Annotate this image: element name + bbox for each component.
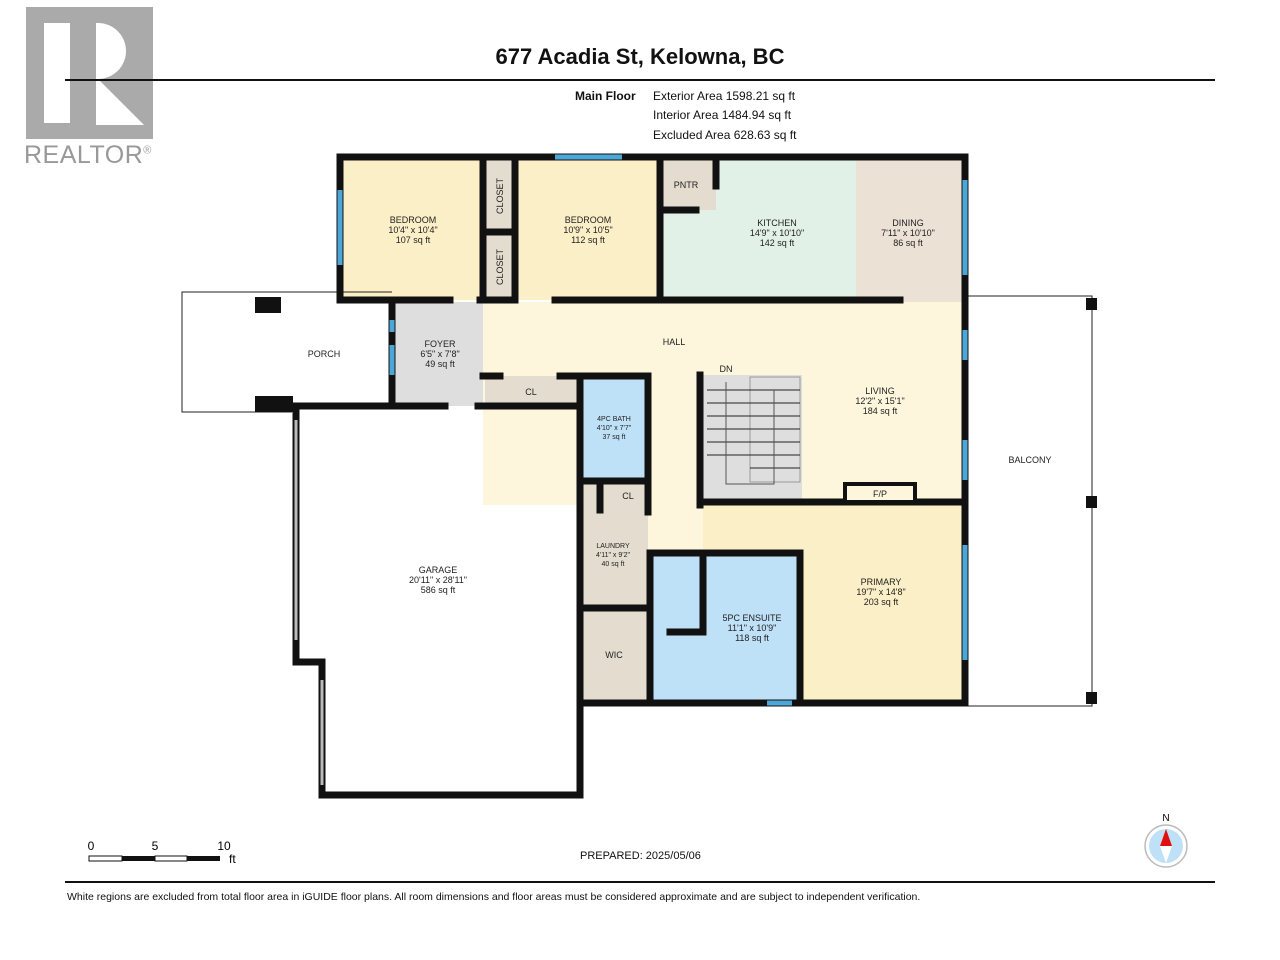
- balcony-post: [1086, 692, 1097, 704]
- walls: [292, 153, 969, 799]
- hall-label: HALL: [663, 337, 686, 347]
- room-4pc-bath: [580, 375, 648, 478]
- balcony-post: [1086, 298, 1097, 310]
- laundry-name: LAUNDRY: [596, 543, 630, 550]
- porch-label: PORCH: [308, 349, 341, 359]
- garage-name: GARAGE: [419, 565, 458, 575]
- kitchen-area: 142 sq ft: [760, 238, 795, 248]
- room-closet-2: [483, 232, 515, 300]
- porch-post: [255, 396, 293, 412]
- fireplace-label: F/P: [873, 489, 887, 499]
- disclaimer: White regions are excluded from total fl…: [67, 891, 921, 903]
- bedroom-2-dims: 10'9" x 10'5": [563, 225, 612, 235]
- bedroom-2-area: 112 sq ft: [571, 235, 605, 245]
- excluded-area: Excluded Area 628.63 sq ft: [653, 128, 797, 142]
- laundry-area: 40 sq ft: [602, 561, 625, 568]
- foyer-area: 49 sq ft: [425, 359, 455, 369]
- room-closet-1: [483, 160, 515, 232]
- exterior-area: Exterior Area 1598.21 sq ft: [653, 89, 796, 103]
- staircase: [707, 376, 801, 485]
- primary-name: PRIMARY: [861, 577, 902, 587]
- bath-name: 4PC BATH: [597, 416, 631, 423]
- closet-laundry-label: CL: [622, 491, 634, 501]
- wic-label: WIC: [605, 650, 623, 660]
- room-bedroom-2: [515, 157, 660, 300]
- laundry-dims: 4'11" x 9'2": [596, 552, 630, 559]
- room-laundry: [580, 483, 648, 608]
- room-pantry: [660, 160, 716, 210]
- room-wic: [580, 608, 650, 703]
- bedroom-1-dims: 10'4" x 10'4": [388, 225, 437, 235]
- realtor-logo: [26, 7, 153, 139]
- bath-dims: 4'10" x 7'7": [597, 425, 632, 432]
- closet-2-label: CLOSET: [495, 248, 505, 285]
- pantry-label: PNTR: [674, 180, 699, 190]
- room-closet-hall: [485, 376, 577, 406]
- scale-bar: 0 5 10 ft: [88, 839, 237, 866]
- prepared-date: PREPARED: 2025/05/06: [580, 850, 701, 862]
- garage-dims: 20'11" x 28'11": [409, 575, 467, 585]
- foyer-dims: 6'5" x 7'8": [420, 349, 459, 359]
- scale-label-10: 10: [217, 839, 231, 853]
- scale-label-0: 0: [88, 839, 95, 853]
- dining-area: 86 sq ft: [893, 238, 923, 248]
- living-dims: 12'2" x 15'1": [855, 396, 904, 406]
- garage-area: 586 sq ft: [421, 585, 456, 595]
- dining-name: DINING: [892, 218, 924, 228]
- foyer-name: FOYER: [424, 339, 456, 349]
- room-dining: [856, 157, 965, 302]
- scale-label-5: 5: [152, 839, 159, 853]
- balcony-label: BALCONY: [1008, 455, 1051, 465]
- bath-area: 37 sq ft: [603, 434, 626, 441]
- primary-area: 203 sq ft: [864, 597, 899, 607]
- balcony-post: [1086, 496, 1097, 508]
- closet-1-label: CLOSET: [495, 177, 505, 214]
- ensuite-area: 118 sq ft: [735, 633, 769, 643]
- room-bedroom-1: [340, 157, 483, 300]
- kitchen-name: KITCHEN: [757, 218, 797, 228]
- closet-hall-label: CL: [525, 387, 537, 397]
- scale-unit: ft: [229, 852, 236, 866]
- windows: [294, 154, 968, 785]
- porch-outline: [181, 291, 392, 413]
- room-ensuite: [650, 553, 802, 703]
- logo-mark: ®: [143, 144, 152, 157]
- interior-area: Interior Area 1484.94 sq ft: [653, 108, 792, 122]
- kitchen-dims: 14'9" x 10'10": [750, 228, 804, 238]
- bedroom-2-name: BEDROOM: [565, 215, 612, 225]
- balcony-outline: [965, 295, 1093, 707]
- ensuite-dims: 11'1" x 10'9": [728, 623, 777, 633]
- floor-name: Main Floor: [575, 89, 636, 103]
- living-name: LIVING: [865, 386, 895, 396]
- page-title: 677 Acadia St, Kelowna, BC: [495, 44, 785, 69]
- title-divider: [65, 79, 1215, 81]
- compass-north-label: N: [1162, 813, 1169, 824]
- ensuite-name: 5PC ENSUITE: [722, 613, 781, 623]
- realtor-logo-text: REALTOR®: [24, 141, 152, 170]
- dining-dims: 7'11" x 10'10": [881, 228, 935, 238]
- living-area: 184 sq ft: [863, 406, 898, 416]
- bedroom-1-area: 107 sq ft: [396, 235, 431, 245]
- logo-word: REALTOR: [24, 141, 144, 169]
- room-foyer: [392, 302, 483, 406]
- bedroom-1-name: BEDROOM: [390, 215, 437, 225]
- porch-post: [255, 297, 281, 313]
- room-hall-corridor: [648, 375, 703, 555]
- compass-icon: N: [1144, 813, 1188, 868]
- stairs-down-label: DN: [720, 364, 733, 374]
- primary-dims: 19'7" x 14'8": [856, 587, 905, 597]
- room-stairs: [702, 375, 802, 502]
- footer-divider: [65, 881, 1215, 883]
